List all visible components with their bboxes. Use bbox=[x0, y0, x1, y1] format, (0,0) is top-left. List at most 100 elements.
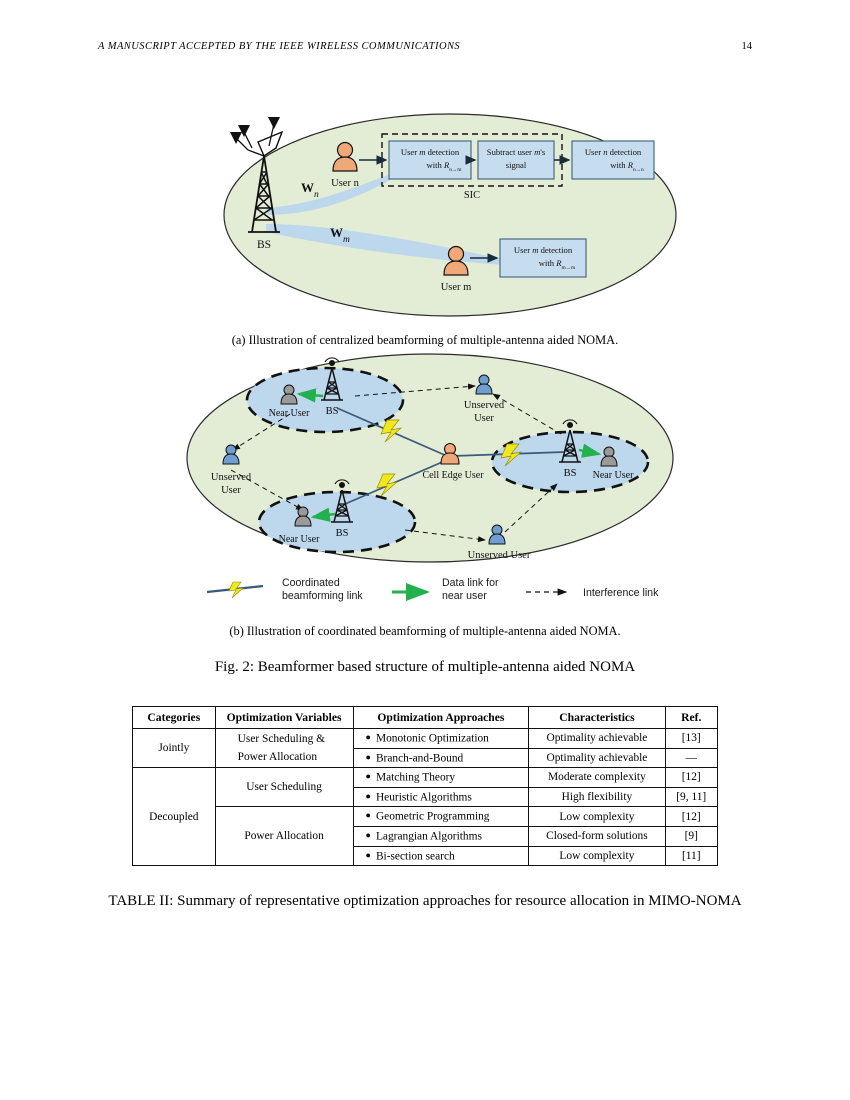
beam-label-n: W n bbox=[301, 180, 319, 200]
table-cell-category-decoupled: Decoupled bbox=[132, 767, 216, 867]
bs-tower-right bbox=[559, 419, 581, 463]
user-m-detection-box-lower bbox=[499, 238, 587, 278]
table-header-optimization-variables: Optimization Variables bbox=[214, 706, 354, 729]
table-cell-characteristic: Optimality achievable bbox=[528, 728, 666, 749]
figure-2b-caption: (b) Illustration of coordinated beamform… bbox=[229, 624, 621, 638]
box3-line2-sub: n→n bbox=[633, 167, 644, 173]
interference-links bbox=[230, 383, 562, 543]
table-2-caption: TABLE II: Summary of representative opti… bbox=[108, 893, 742, 909]
approach-text: Lagrangian Algorithms bbox=[375, 830, 482, 843]
unserved-user-bottom-right-icon bbox=[488, 524, 506, 545]
user-n-icon bbox=[332, 141, 358, 172]
box4-line1-italic: m bbox=[532, 245, 538, 255]
box1-line2-pre: with bbox=[427, 160, 444, 170]
unserved-user-label-left-line1: Unserved bbox=[211, 472, 252, 483]
table-cell-characteristic: Optimality achievable bbox=[528, 747, 666, 769]
legend-label-2-line1: Data link for bbox=[442, 577, 499, 589]
bullet-icon: ● bbox=[365, 771, 371, 782]
user-m-icon bbox=[443, 245, 469, 276]
table-row: ●Lagrangian Algorithms Closed-form solut… bbox=[133, 825, 718, 847]
cell-edge-user-icon bbox=[440, 442, 460, 465]
figure-2-main-caption: Fig. 2: Beamformer based structure of mu… bbox=[214, 659, 636, 675]
page-number: 14 bbox=[741, 41, 753, 52]
beam-lobe-m bbox=[266, 224, 534, 266]
approach-text: Geometric Programming bbox=[375, 810, 490, 823]
beam-label-n-subscript: n bbox=[314, 190, 319, 200]
bullet-icon: ● bbox=[365, 810, 371, 821]
box3-line2-pre: with bbox=[610, 160, 627, 170]
lightning-bolt-topleft bbox=[380, 419, 403, 443]
box4-line1: User m detection bbox=[514, 245, 573, 255]
table-cell-variable-user-scheduling: User Scheduling bbox=[214, 767, 354, 808]
table-row: Decoupled User Scheduling ● Matching Theo… bbox=[132, 767, 718, 867]
near-user-label-top-left: Near User bbox=[269, 408, 310, 419]
table-cell-ref: — bbox=[664, 747, 718, 769]
intf-link-4 bbox=[404, 529, 486, 543]
approach-text: Bi-section search bbox=[375, 850, 455, 863]
table-cell-variable-power-allocation: Power Allocation bbox=[214, 806, 354, 867]
table-row: ●Branch-and-Bound Optimality achievable … bbox=[133, 747, 718, 769]
box4-line1-post: detection bbox=[538, 245, 572, 255]
lightning-bolt-bottom bbox=[376, 473, 399, 497]
bullet-icon: ● bbox=[365, 830, 371, 841]
table-body: Jointly User Scheduling & Power Allocati… bbox=[132, 727, 718, 867]
base-station-tower bbox=[235, 123, 284, 233]
bs-tower-bottom-left bbox=[331, 479, 353, 523]
user-m-detection-box bbox=[388, 140, 472, 180]
bullet-icon: ● bbox=[365, 732, 371, 743]
box1-line1: User m detection bbox=[401, 147, 460, 157]
intf-link-1 bbox=[354, 383, 476, 397]
legend-svg: Coordinated beamforming link Data link f… bbox=[206, 577, 659, 602]
table-cell-variable-jointly: User Scheduling & Power Allocation bbox=[214, 727, 354, 769]
beam-lobe-n bbox=[266, 164, 418, 215]
cell-edge-user-label: Cell Edge User bbox=[422, 470, 484, 481]
table-cell-ref: [13] bbox=[664, 728, 718, 749]
box4-line1-pre: User bbox=[514, 245, 532, 255]
box2-line1: Subtract user m's bbox=[487, 147, 546, 157]
variable-stack: User Scheduling & Power Allocation bbox=[216, 729, 353, 767]
table-head: Categories Optimization Variables Optimi… bbox=[132, 706, 718, 729]
bullet-icon: ● bbox=[365, 751, 371, 762]
table-cell-characteristic: Low complexity bbox=[528, 806, 666, 827]
bullet-icon: ● bbox=[365, 849, 371, 860]
box1-line2-sym: R bbox=[443, 160, 450, 170]
figure-2a-centralized-beamforming: BS W n W m User n User m bbox=[222, 112, 678, 318]
running-head-title: A MANUSCRIPT ACCEPTED BY THE IEEE WIRELE… bbox=[98, 41, 461, 52]
subtract-user-m-signal-box bbox=[477, 140, 555, 180]
near-user-top-left-icon bbox=[280, 384, 298, 405]
near-user-bottom-left-icon bbox=[294, 506, 312, 527]
table-row: ●Heuristic Algorithms High flexibility [… bbox=[133, 786, 718, 808]
bs-label-top-left: BS bbox=[326, 406, 339, 417]
table-cell-ref: [9, 11] bbox=[664, 786, 718, 808]
approach-text: Matching Theory bbox=[375, 771, 456, 784]
box4-line2-pre: with bbox=[539, 258, 556, 268]
table-cell-ref: [12] bbox=[664, 767, 718, 788]
table-cell-approach: ● Lagrangian Algorithms bbox=[352, 825, 530, 847]
table-cell-ref: [11] bbox=[664, 845, 718, 867]
table-cell-characteristic: High flexibility bbox=[528, 786, 666, 808]
unserved-user-top-right-icon bbox=[475, 374, 493, 395]
box4-line2-sym: R bbox=[555, 258, 562, 268]
running-head: A MANUSCRIPT ACCEPTED BY THE IEEE WIRELE… bbox=[98, 41, 752, 52]
figure-2a-caption: (a) Illustration of centralized beamform… bbox=[231, 333, 619, 347]
box2-line1-italic: m bbox=[534, 147, 540, 157]
intf-link-2 bbox=[232, 413, 291, 451]
variable-line-2: Power Allocation bbox=[237, 751, 318, 764]
box4-line2: with Rm→m bbox=[539, 258, 576, 271]
legend-label-1-line2: beamforming link bbox=[282, 590, 363, 602]
box2-line1-post: 's bbox=[540, 147, 546, 157]
unserved-user-label-top-right-line2: User bbox=[474, 413, 494, 424]
table-cell-approach: ●Monotonic Optimization bbox=[352, 728, 530, 749]
figure-2a-svg: BS W n W m User n User m bbox=[223, 113, 677, 317]
unserved-user-left-icon bbox=[222, 444, 240, 465]
intf-link-5 bbox=[504, 483, 558, 533]
intf-link-6 bbox=[492, 393, 562, 435]
bs-label: BS bbox=[257, 239, 271, 251]
near-user-label-right: Near User bbox=[593, 470, 634, 481]
table-header-row: Categories Optimization Variables Optimi… bbox=[132, 706, 718, 729]
bs-label-bottom-left: BS bbox=[336, 528, 349, 539]
lightning-bolt-icons bbox=[376, 419, 523, 497]
user-n-label: User n bbox=[331, 178, 359, 189]
box1-line2-sub: n→m bbox=[449, 167, 462, 173]
